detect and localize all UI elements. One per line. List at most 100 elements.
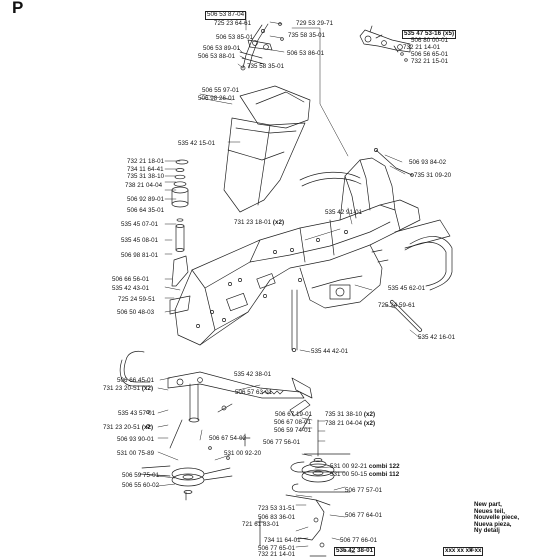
quantity-note: (x2)	[363, 420, 376, 427]
part-label: 732 21 18-01	[127, 158, 165, 165]
part-label: 531 00 92-21 combi 122	[330, 463, 400, 470]
part-label: 535 44 42-01	[311, 348, 349, 355]
part-label: 506 55 97-01	[202, 87, 240, 94]
part-label: 506 67 19-01	[275, 411, 313, 418]
part-label: 738 21 04-04 (x2)	[325, 420, 375, 427]
part-label: 531 00 50-15 combi 112	[330, 471, 399, 478]
quantity-note: (x2)	[272, 219, 285, 226]
part-label: 506 93 84-02	[409, 159, 447, 166]
part-label: 731 23 20-51 (x2)	[103, 385, 153, 392]
quantity-note: (x5)	[442, 30, 455, 37]
legend-new-part: New part, Neues teil, Nouvelle piece, Nu…	[474, 501, 520, 535]
part-label: 506 59 75-01	[122, 472, 160, 479]
part-label: 535 43 57-01	[118, 410, 156, 417]
part-label: 731 23 18-01 (x2)	[234, 219, 284, 226]
part-label: 506 67 54-02	[209, 435, 247, 442]
part-label: 729 53 29-71	[296, 20, 334, 27]
part-label: 506 53 88-01	[198, 53, 236, 60]
steering-link-assembly	[239, 22, 284, 71]
part-label: 738 21 04-04	[125, 182, 163, 189]
part-label: 723 53 31-51	[258, 505, 296, 512]
part-label: 725 24 59-61	[378, 302, 416, 309]
part-label: 506 67 08-01	[274, 419, 312, 426]
control-cable	[374, 148, 414, 177]
part-label: 732 21 15-01	[411, 58, 449, 65]
legend-line: Nueva pieza,	[474, 520, 512, 528]
part-number: 531 00 92-21	[330, 463, 368, 470]
part-label: 506 57 63-01	[235, 389, 273, 396]
part-label: 535 42 38-01	[234, 371, 272, 378]
part-label: 735 31 09-20	[414, 172, 452, 179]
part-number: 731 23 20-51	[103, 424, 141, 431]
part-label: 506 53 86-01	[287, 50, 325, 57]
part-label: 506 92 89-01	[127, 196, 165, 203]
part-label: 535 42 43-01	[112, 285, 150, 292]
part-label: 735 31 38-10 (x2)	[325, 411, 375, 418]
part-label: 535 45 08-01	[121, 237, 159, 244]
part-label: 531 00 75-89	[117, 450, 155, 457]
part-label: 725 23 64-61	[214, 20, 252, 27]
quantity-note: (x2)	[141, 424, 154, 431]
part-number: 531 00 50-15	[330, 471, 368, 478]
part-label-highlighted: 535 42 38-01	[334, 547, 376, 556]
section-letter: P	[12, 0, 24, 17]
part-label: 506 53 85-01	[216, 34, 254, 41]
part-label: 735 31 38-10	[127, 173, 165, 180]
part-label: 531 00 92-20	[224, 450, 262, 457]
model-note: combi 112	[368, 471, 400, 478]
part-label: 735 58 35-01	[247, 63, 285, 70]
part-label: 506 66 56-01	[112, 276, 150, 283]
part-label: 506 56 65-01	[411, 51, 449, 58]
part-number: 731 23 18-01	[234, 219, 272, 226]
part-label: 732 21 14-01	[403, 44, 441, 51]
part-label: 535 45 62-01	[388, 285, 426, 292]
part-label: 506 77 64-01	[345, 512, 383, 519]
part-label: 506 77 65-01	[258, 545, 296, 552]
pivot-stack	[169, 159, 191, 315]
legend-line: Neues teil,	[474, 507, 505, 515]
part-number: 731 23 20-51	[103, 385, 141, 392]
part-label: 732 21 14-01	[258, 551, 296, 558]
legend-line: Ny detalj	[474, 527, 500, 535]
part-label: 725 24 59-51	[118, 296, 156, 303]
part-label: 535 42 15-01	[178, 140, 216, 147]
part-label: 535 42 91-01	[325, 209, 363, 216]
part-label: 506 83 36-01	[258, 514, 296, 521]
part-number: 735 31 38-10	[325, 411, 363, 418]
quantity-note: (x2)	[141, 385, 154, 392]
return-spring	[239, 390, 284, 447]
part-label: 506 66 45-01	[117, 377, 155, 384]
part-label: 506 77 56-01	[263, 439, 301, 446]
part-label: 506 55 60-02	[122, 482, 160, 489]
idler-pulley-left	[139, 465, 233, 501]
part-label: 506 77 57-01	[345, 487, 383, 494]
axle-tube	[299, 171, 453, 332]
part-label-highlighted: 506 53 87-04	[205, 11, 247, 20]
legend-equals: =	[469, 545, 474, 554]
brake-link-assembly	[359, 25, 411, 62]
part-label: 731 23 20-51 (x2)	[103, 424, 153, 431]
part-label: 535 42 16-01	[418, 334, 456, 341]
quantity-note: (x2)	[363, 411, 376, 418]
leader-lines	[157, 11, 421, 554]
part-label: 734 11 64-01	[264, 537, 301, 544]
part-number: 535 47 53-16	[404, 30, 442, 37]
part-label-highlighted: 535 47 53-16 (x5)	[402, 30, 457, 39]
pins	[146, 410, 230, 460]
part-label: 721 61 83-01	[242, 521, 280, 528]
part-label: 506 80 00-01	[411, 37, 449, 44]
drive-belts	[290, 453, 351, 493]
legend-sample-box: xxx xx xx-xx	[443, 547, 484, 556]
part-label: 506 50 48-03	[117, 309, 155, 316]
part-number: 738 21 04-04	[325, 420, 363, 427]
legend-line: Nouvelle piece,	[474, 514, 520, 522]
chassis-frame	[174, 157, 421, 346]
part-label: 506 64 35-01	[127, 207, 165, 214]
part-label: 506 98 81-01	[121, 252, 159, 259]
part-label: 506 53 89-01	[203, 45, 241, 52]
part-label: 535 45 07-01	[121, 221, 159, 228]
part-label: 506 77 66-01	[340, 537, 378, 544]
engine-pulley	[255, 289, 335, 557]
